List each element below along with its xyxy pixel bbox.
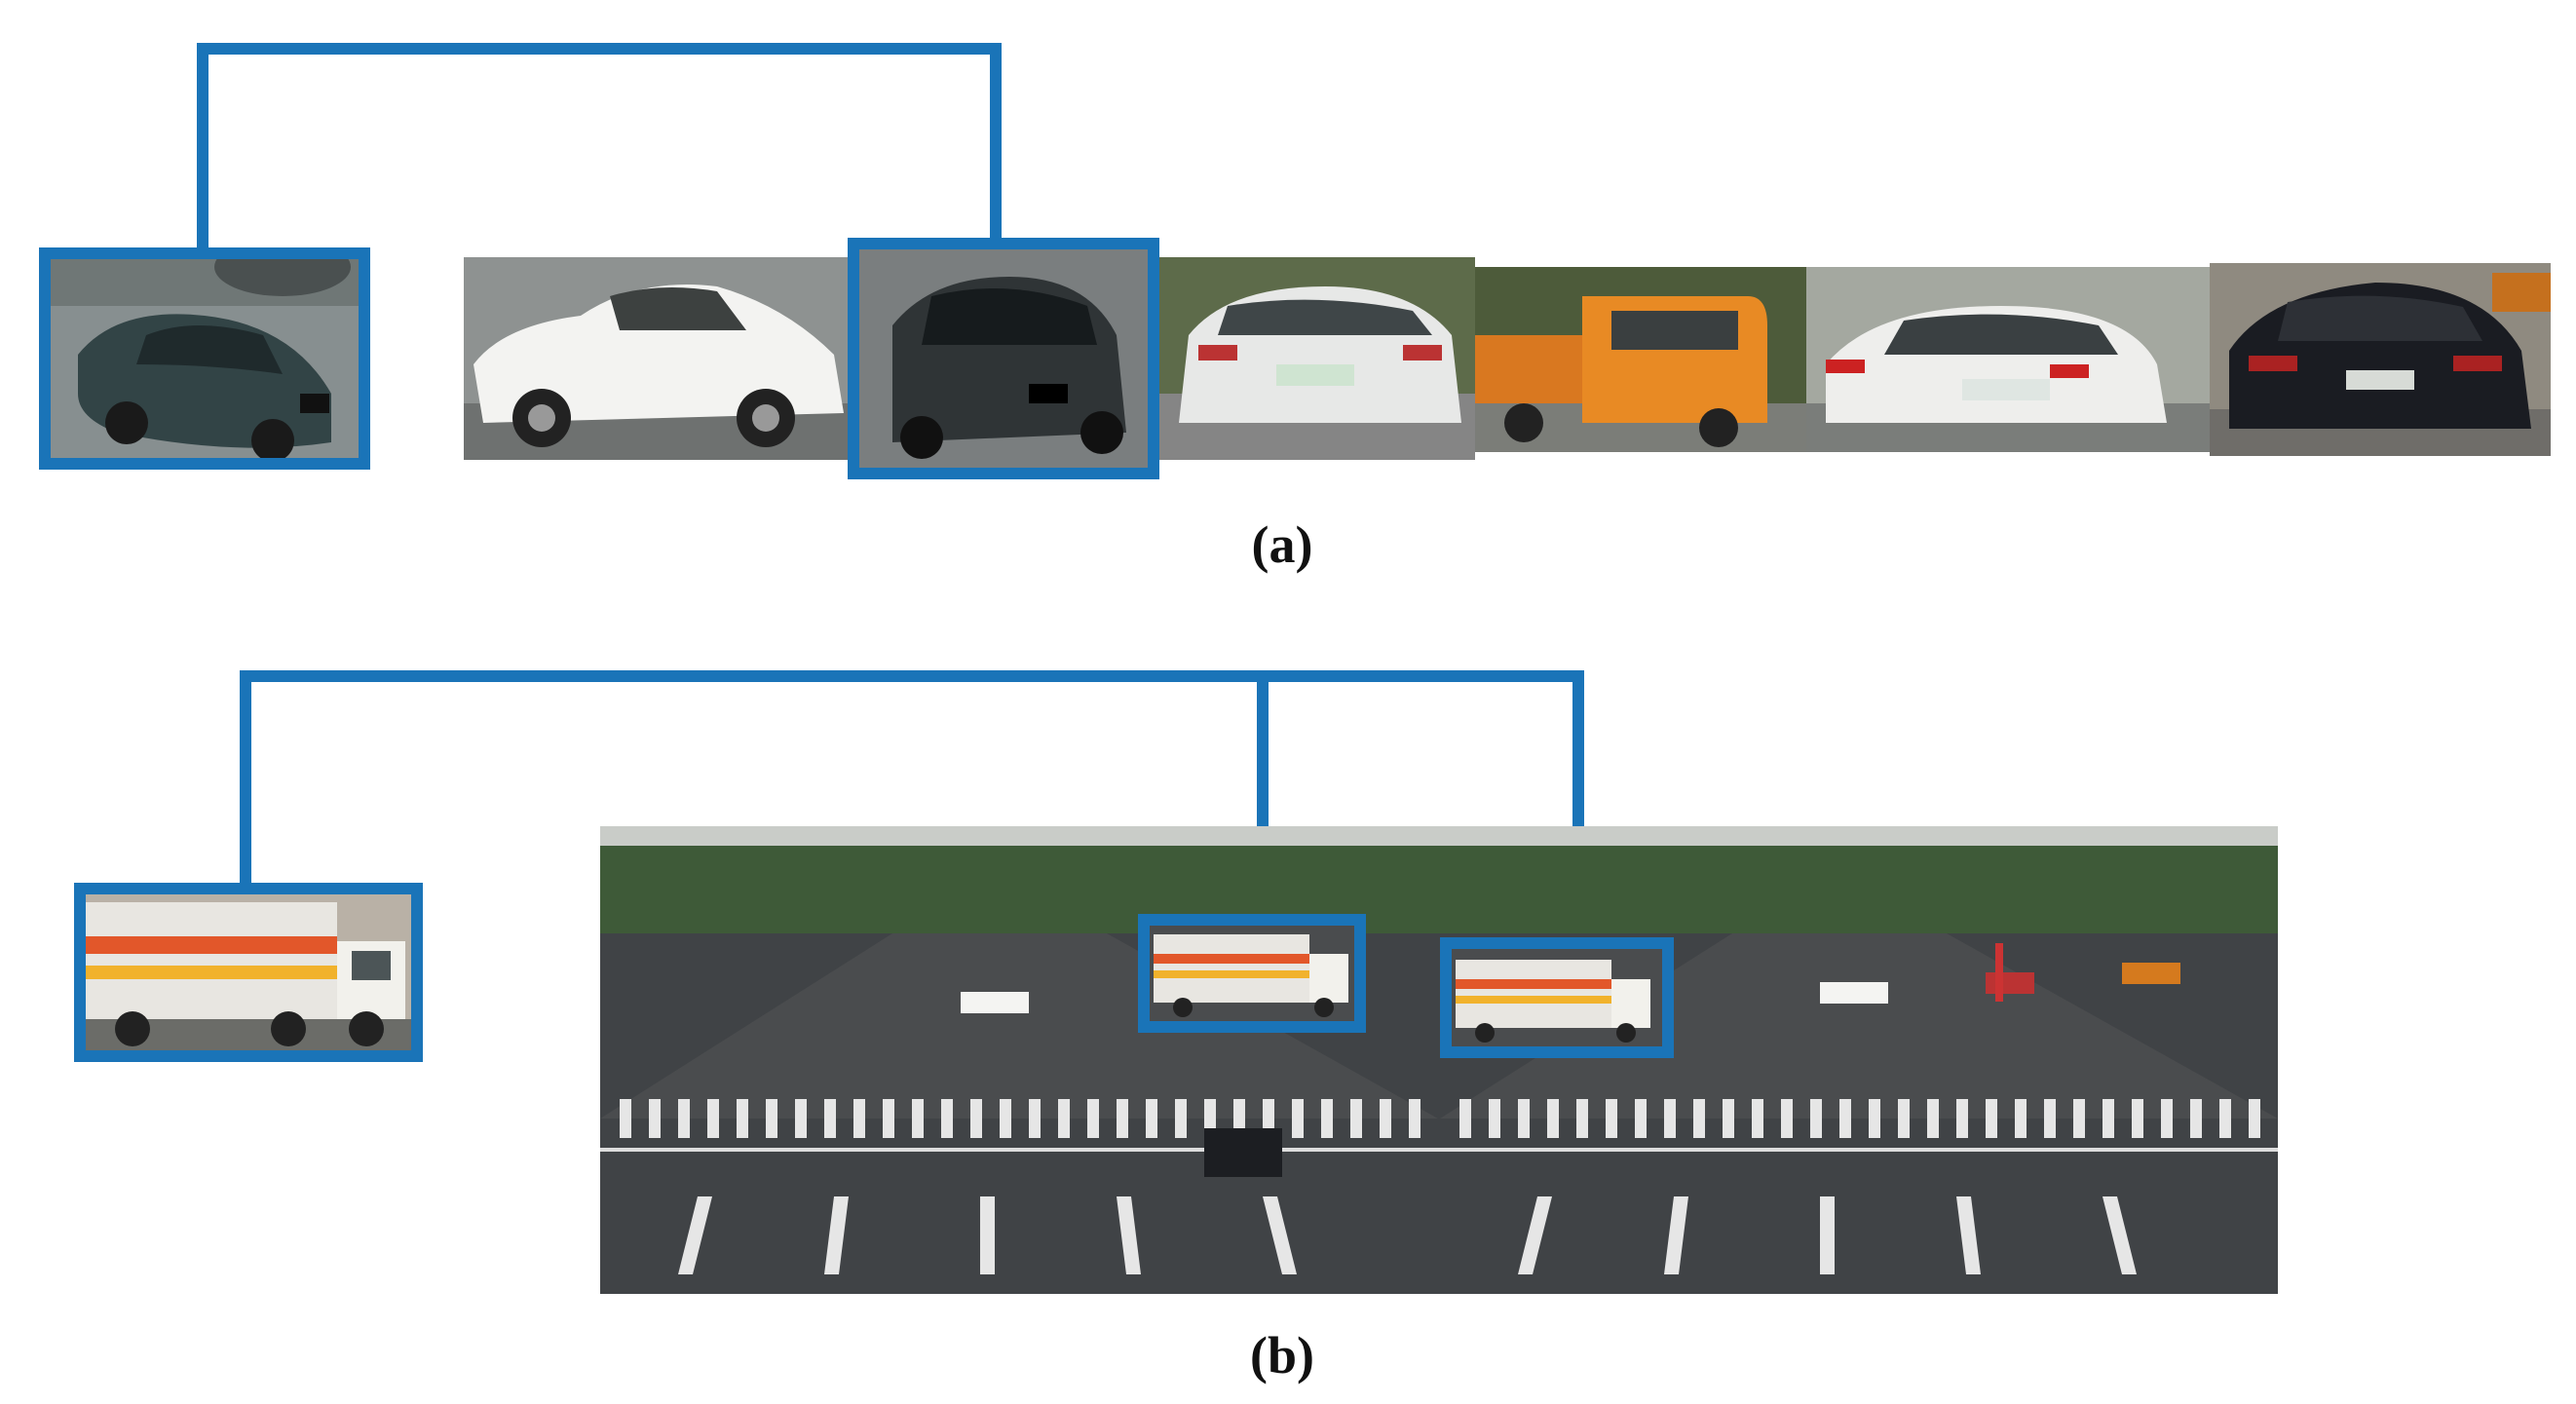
intersection-scene-1 bbox=[600, 826, 1440, 1294]
gallery-white-sedan-rear bbox=[1159, 257, 1475, 460]
scene-1-truck-match bbox=[1144, 920, 1360, 1025]
query-frame-b bbox=[74, 883, 423, 1062]
gallery-white-sedan bbox=[464, 257, 853, 460]
connector-a-top bbox=[197, 43, 1002, 55]
match-frame-a bbox=[848, 238, 1159, 479]
connector-a-left bbox=[197, 43, 208, 259]
panel-a-label: (a) bbox=[1251, 515, 1313, 574]
connector-a-right bbox=[990, 43, 1002, 249]
gallery-hatchback-match bbox=[853, 238, 1159, 479]
intersection-scene-2 bbox=[1440, 826, 2278, 1294]
connector-b-left bbox=[240, 670, 251, 891]
match-frame-b-1 bbox=[1138, 914, 1366, 1033]
gallery-orange-truck bbox=[1475, 267, 1806, 452]
connector-b-top bbox=[240, 670, 1584, 682]
panel-b-label: (b) bbox=[1250, 1326, 1314, 1385]
gallery-white-mercedes-rear bbox=[1806, 267, 2210, 452]
gallery-black-sedan-rear bbox=[2210, 263, 2551, 456]
match-frame-b-2 bbox=[1440, 937, 1674, 1058]
scene-2-truck-match bbox=[1446, 945, 1662, 1050]
query-frame-a bbox=[39, 247, 370, 470]
